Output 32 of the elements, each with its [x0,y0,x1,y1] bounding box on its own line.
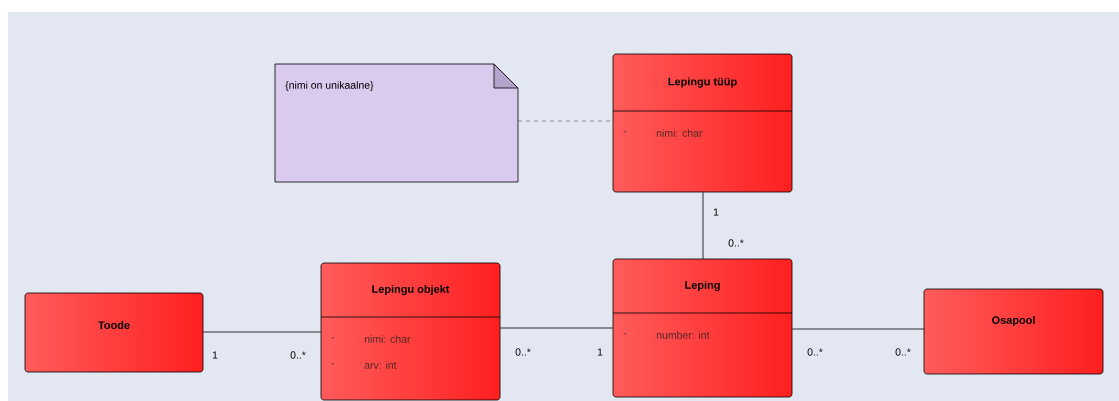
attribute: number: int [656,331,710,339]
multiplicity: 1 [713,208,719,216]
attribute: nimi: char [656,129,703,137]
multiplicity: 0..* [895,348,911,356]
class-box [24,292,204,373]
association-line [499,327,614,329]
visibility-sign: - [331,337,335,339]
association-line [791,328,925,330]
multiplicity: 1 [212,351,218,359]
multiplicity: 0..* [515,348,531,356]
multiplicity: 1 [597,348,603,356]
class-name: Leping [685,280,720,292]
association-line [702,191,704,260]
class-box [320,262,501,401]
visibility-sign: - [623,333,627,335]
class-name: Toode [98,321,130,330]
class-box [923,288,1104,375]
association-line [202,331,322,333]
visibility-sign: - [331,363,335,365]
association-line [518,120,613,122]
attribute: arv: int [364,361,397,369]
multiplicity: 0..* [807,348,823,356]
multiplicity: 0..* [728,239,744,247]
class-name: Lepingu tüüp [668,77,737,88]
attribute: nimi: char [364,335,411,343]
class-name: Lepingu objekt [372,284,450,296]
multiplicity: 0..* [290,351,306,359]
class-name: Osapool [992,315,1035,327]
visibility-sign: - [623,131,627,133]
class-box [612,53,793,193]
class-box [612,258,793,398]
note: {nimi on unikaalne} [274,63,519,183]
